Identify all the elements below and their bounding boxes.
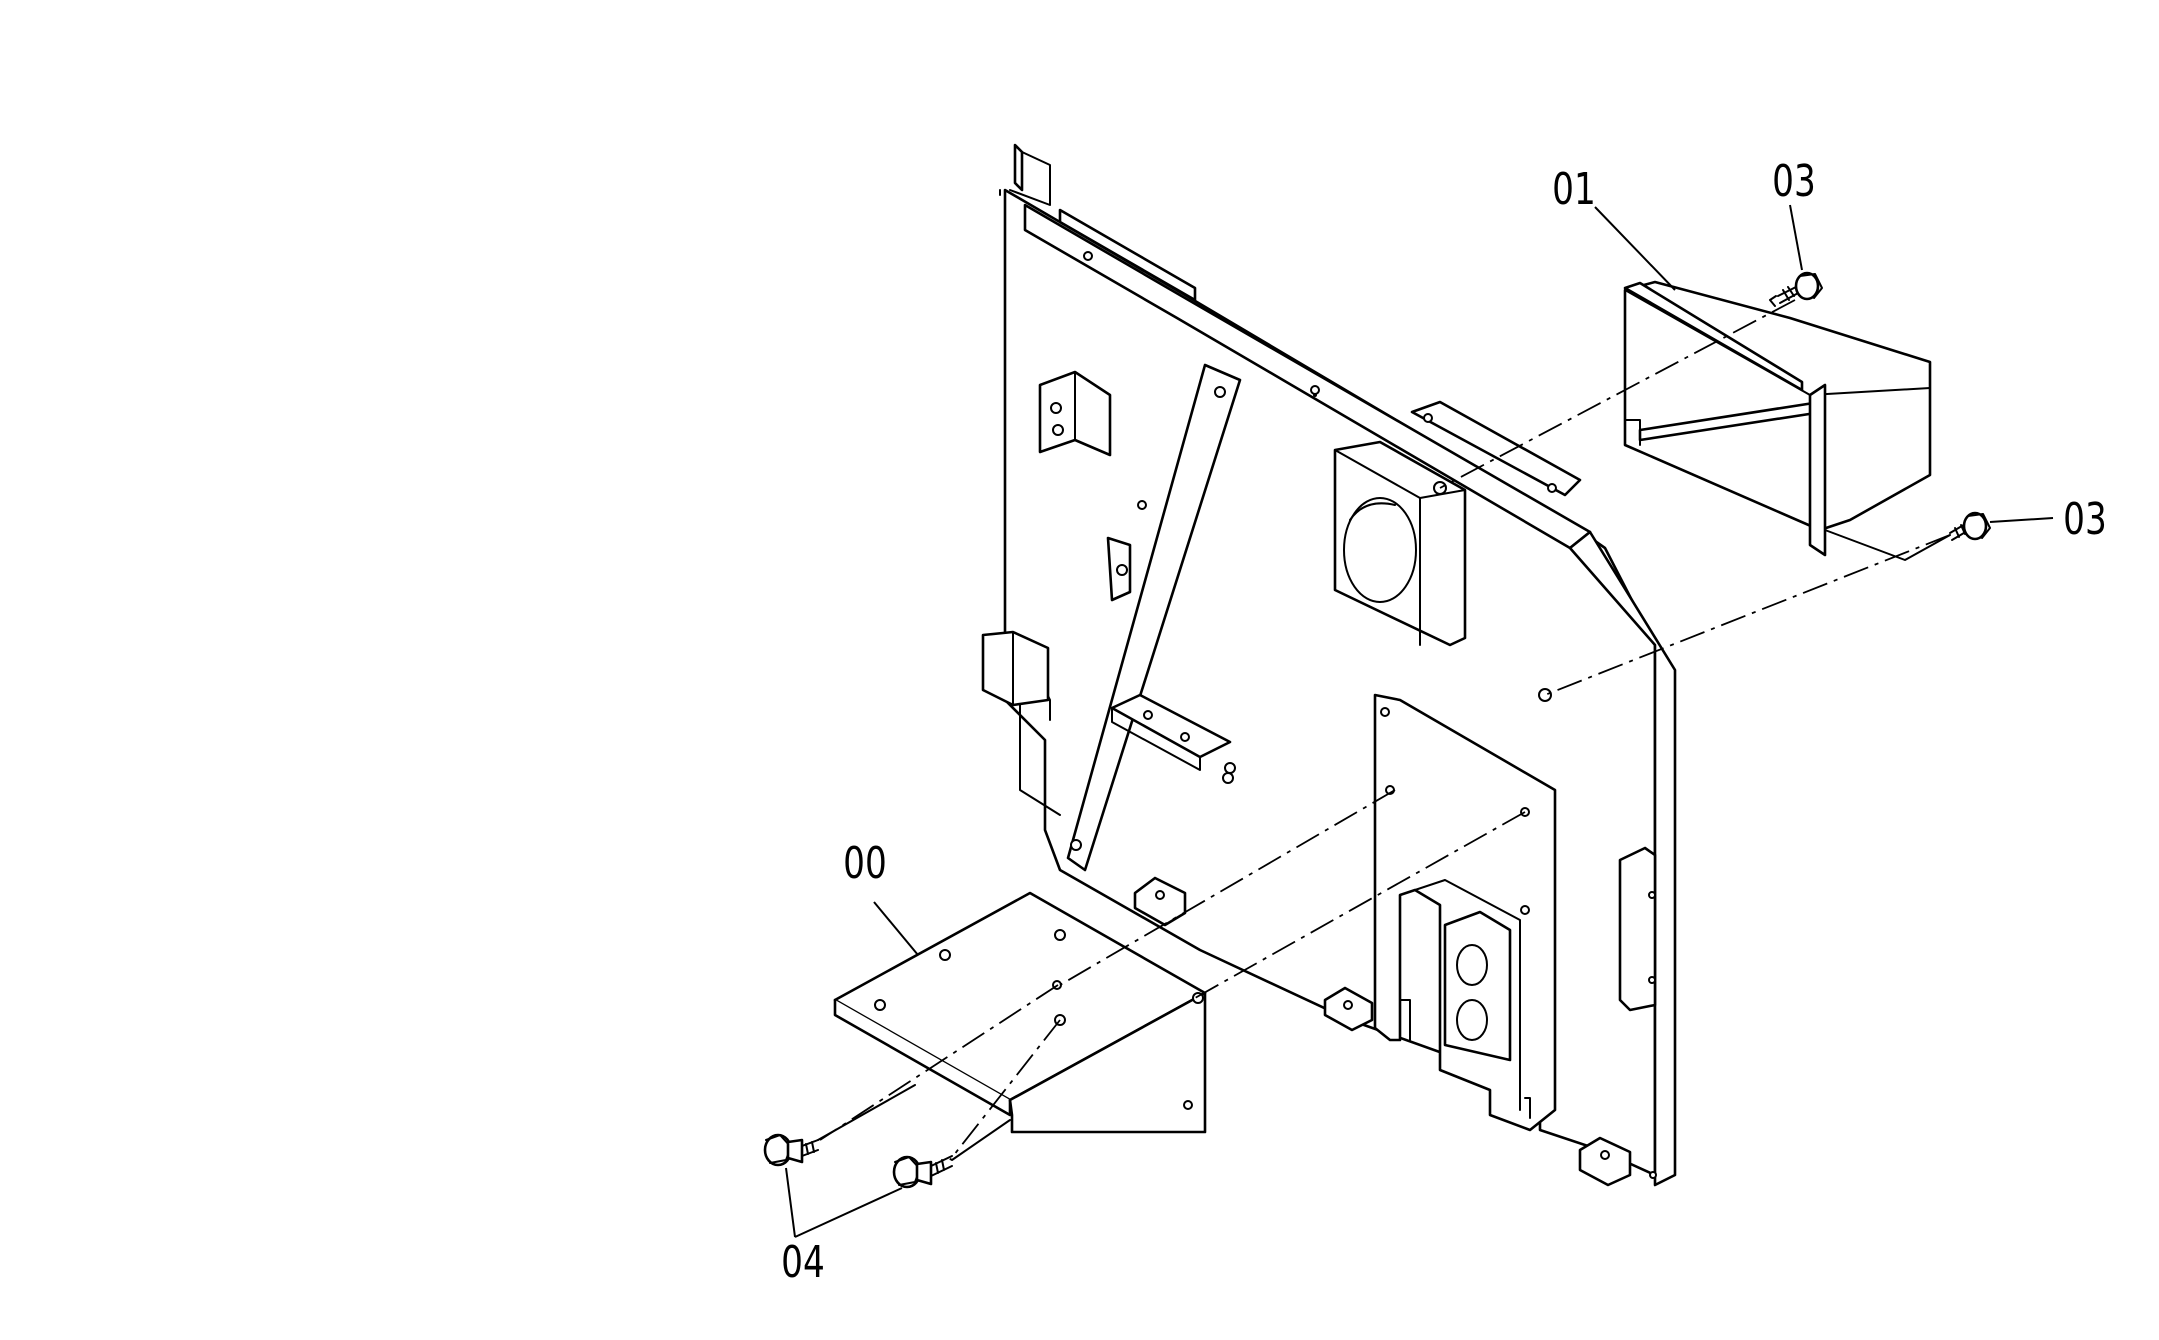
callout-03-top: 03 — [1772, 156, 1816, 207]
center-bracket — [1110, 693, 1236, 784]
panel-holes — [1083, 251, 1657, 1179]
bolt-03-top — [1769, 271, 1823, 307]
callout-04: 04 — [781, 1237, 825, 1288]
right-slot — [1618, 846, 1657, 1012]
lower-plate — [1373, 693, 1557, 1132]
callout-leaders — [785, 204, 2054, 1238]
clip-mid — [1106, 500, 1147, 602]
bolt-03-side — [1949, 511, 1991, 541]
bottom-tabs — [1133, 876, 1632, 1187]
bolt-04-a — [763, 1133, 819, 1167]
callout-00: 00 — [843, 838, 887, 889]
bracket-part-00 — [833, 891, 1207, 1134]
callout-labels: 00 01 03 03 04 — [781, 156, 2107, 1288]
callout-01: 01 — [1552, 164, 1596, 215]
angle-clip-upper — [1038, 370, 1112, 457]
diagonal-brace — [1066, 363, 1242, 872]
top-tab — [1410, 400, 1582, 497]
bolt-04-b — [892, 1155, 953, 1189]
assembly-lines — [817, 189, 1951, 1161]
side-block — [981, 630, 1050, 707]
callout-03-side: 03 — [2063, 494, 2107, 545]
duct-part-01 — [1623, 280, 1932, 557]
fan-shroud — [1333, 440, 1467, 647]
